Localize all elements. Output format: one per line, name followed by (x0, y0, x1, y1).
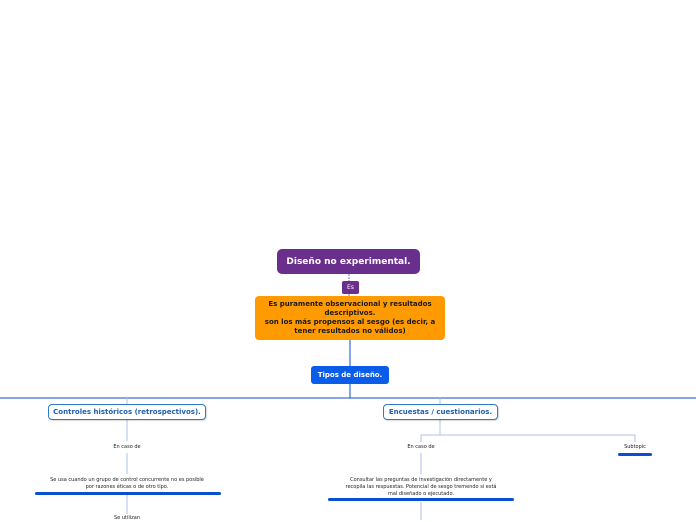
types-topic-label: Tipos de diseño. (317, 371, 383, 379)
surveys-description-line-2: recopila las respuestas. Potencial de se… (345, 484, 497, 490)
controls-description[interactable]: Se usa cuando un grupo de control concur… (32, 477, 222, 491)
relation-label-es[interactable]: Es (342, 281, 359, 294)
definition-line-4: tener resultados no válidos) (294, 327, 406, 335)
types-topic[interactable]: Tipos de diseño. (311, 366, 389, 384)
surveys-relation[interactable]: En caso de (407, 444, 435, 450)
definition-topic[interactable]: Es puramente observacional y resultados … (255, 296, 445, 340)
definition-line-2: descriptivos. (324, 309, 376, 317)
relation-label-text: Es (347, 284, 354, 291)
branch-surveys[interactable]: Encuestas / cuestionarios. (383, 404, 498, 420)
definition-line-3: son los más propensos al sesgo (es decir… (264, 318, 436, 326)
root-topic-label: Diseño no experimental. (286, 256, 411, 267)
surveys-description-underline (328, 498, 514, 501)
definition-line-1: Es puramente observacional y resultados (268, 300, 432, 308)
branch-historical-controls-label: Controles históricos (retrospectivos). (53, 408, 201, 416)
surveys-description-line-1: Consultar las preguntas de investigación… (350, 477, 492, 483)
branch-historical-controls[interactable]: Controles históricos (retrospectivos). (48, 404, 206, 420)
surveys-description-line-3: mal diseñado o ejecutado. (387, 491, 455, 497)
surveys-description[interactable]: Consultar las preguntas de investigación… (326, 477, 516, 498)
root-topic[interactable]: Diseño no experimental. (277, 249, 420, 274)
controls-description-underline (35, 492, 221, 495)
controls-next-relation[interactable]: Se utilizan (114, 515, 140, 521)
controls-description-line-2: por razones éticas o de otro tipo. (85, 484, 169, 490)
surveys-subtopic[interactable]: Subtopic (624, 444, 646, 450)
surveys-subtopic-underline (618, 453, 652, 456)
branch-surveys-label: Encuestas / cuestionarios. (388, 408, 493, 416)
controls-relation[interactable]: En caso de (113, 444, 141, 450)
controls-description-line-1: Se usa cuando un grupo de control concur… (50, 477, 204, 483)
